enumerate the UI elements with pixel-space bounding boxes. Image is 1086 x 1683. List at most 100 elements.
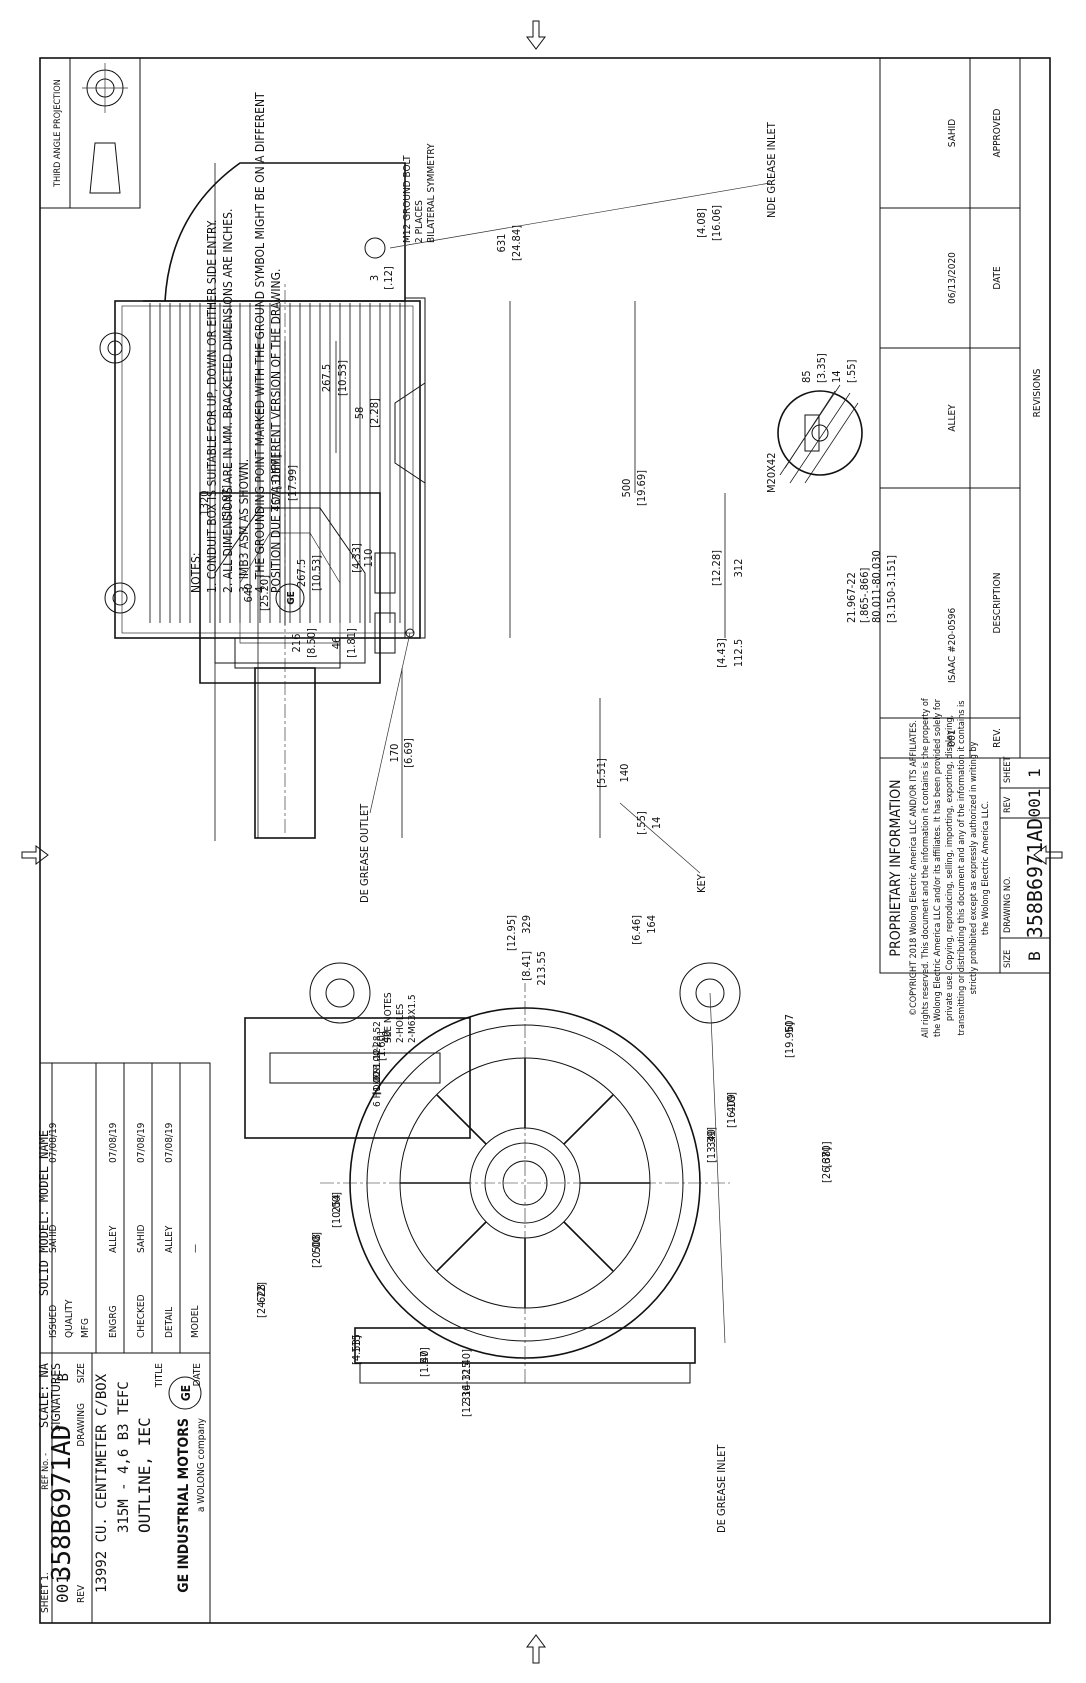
end-view: 329 [12.95] 213.55 [8.41] 164 [6.46] 507… (244, 915, 833, 1533)
dim-457: 457 [315M] (270, 454, 283, 511)
dim-170-in: [6.69] (402, 738, 415, 768)
dim-329-in: [12.95] (505, 915, 518, 951)
note-4: 4. THE GROUNDING POINT MARKED WITH THE G… (253, 92, 267, 593)
projection-symbol: THIRD ANGLE PROJECTION (39, 57, 141, 209)
row-detail-name: ALLEY (164, 1225, 175, 1253)
row-issued-date: 07/08/19 (48, 1122, 59, 1163)
shaft-dim-80: 80.011-80.030 (870, 550, 883, 623)
sheet-label: SHEET (1003, 757, 1013, 783)
notes: NOTES: 1. CONDUIT BOX IS SUITABLE FOR UP… (189, 92, 283, 593)
rev-header-description: DESCRIPTION (992, 573, 1003, 634)
dim-213-55-in: [8.41] (520, 951, 533, 981)
shaft-thread: M20X42 (765, 453, 778, 494)
dim-164-in: [6.46] (630, 915, 643, 945)
holes-line-2: [1.10-1.12] (372, 1045, 383, 1095)
dim-267-5-a: 267.5 (320, 364, 333, 392)
row-checked-name: SAHID (136, 1225, 147, 1253)
size-value: B (1025, 951, 1044, 961)
dim-1320: 1320 (198, 490, 211, 515)
dim-110-in: [4.33] (350, 543, 363, 573)
shaft-dim-80-in: [3.150-3.151] (885, 555, 898, 623)
end-view-callouts: 2-M63X1.5 2-HOLES SEE NOTES Ø28.00-28.52… (371, 992, 728, 1533)
ground-bolt-line-2: 2 PLACES (414, 200, 425, 243)
rev-value: 001 (1025, 789, 1044, 818)
shaft-dim-14: 14 (830, 370, 843, 383)
dim-670-in: [26.38] (820, 1147, 833, 1183)
row-checked-date: 07/08/19 (136, 1122, 147, 1163)
dim-1320-in: [51.97] (220, 485, 233, 521)
ge-logo-text: GE (179, 1385, 193, 1401)
end-view-ribs (400, 1058, 650, 1308)
title-line-3: 13992 CU. CENTIMETER C/BOX (94, 1373, 110, 1593)
dim-40-bottom-in: [1.57] (418, 1347, 431, 1377)
key-label: KEY (695, 873, 708, 893)
dim-312-in: [12.28] (710, 550, 723, 586)
dim-112-5-in: [4.43] (715, 638, 728, 668)
dim-115-in: [4.53] (350, 1335, 363, 1365)
dim-408: [4.08] (695, 208, 708, 238)
dim-507-in: [19.96] (783, 1022, 796, 1058)
notes-heading: NOTES: (189, 553, 203, 593)
note-5: POSITION DUE TO A DIFFERENT VERSION OF T… (269, 269, 283, 593)
dim-329: 329 (520, 915, 533, 934)
dim-40-top-in: [1.60] (375, 1031, 388, 1061)
drawing-number: 358B6971AD (1023, 818, 1047, 938)
rev-row-description: ISAAC #20-0596 (947, 608, 958, 683)
dim-213-55: 213.55 (535, 951, 548, 986)
ref-no: REF No. - (41, 1453, 51, 1490)
dim-340: 340 (705, 1129, 718, 1148)
ground-bolt-line-3: BILATERAL SYMMETRY (426, 143, 437, 243)
rev-header-approved: APPROVED (992, 108, 1003, 157)
rev-row-date: 06/13/2020 (947, 252, 958, 304)
proprietary-line-2: All rights reserved. This document and t… (921, 698, 931, 1038)
size-label: SIZE (1003, 950, 1013, 968)
proprietary-line-6: strictly prohibited except as expressly … (969, 741, 979, 994)
title-label: TITLE (154, 1363, 165, 1389)
drawing-label: DRAWING NO. (1003, 877, 1013, 933)
dim-670: [670] (820, 1141, 833, 1168)
row-model-label: MODEL (190, 1306, 201, 1338)
dim-254-in: [10.00] (330, 1192, 343, 1228)
shaft-dim-85: 85 (800, 370, 813, 383)
note-1: 1. CONDUIT BOX IS SUITABLE FOR UP, DOWN … (205, 220, 219, 593)
row-engrg-name: ALLEY (108, 1225, 119, 1253)
rev-header-date: DATE (992, 266, 1003, 290)
tb-size-label: SIZE (76, 1363, 87, 1384)
terminal-box-end (244, 1017, 471, 1139)
dim-140-in: [5.51] (595, 758, 608, 788)
row-engrg-date: 07/08/19 (108, 1122, 119, 1163)
dim-46: 46 (330, 637, 343, 650)
row-checked-label: CHECKED (136, 1294, 147, 1338)
holes-line-3: 6 HOLES (372, 1068, 383, 1107)
dim-340-in: [13.39] (705, 1127, 718, 1163)
dim-457-in: [17.99] (286, 465, 299, 501)
dim-508-in: [20.00] (310, 1232, 323, 1268)
centering-marks (21, 20, 1063, 1664)
dim-409-in: [16.10] (725, 1092, 738, 1128)
dim-628-in: [24.72] (255, 1282, 268, 1318)
ge-logo (168, 1376, 202, 1410)
dim-314-315: 314-315 (460, 1362, 473, 1403)
dim-267-5-a-in: [10.53] (336, 360, 349, 396)
company-name: GE INDUSTRIAL MOTORS (176, 1418, 192, 1593)
rev-row-by: ALLEY (947, 404, 958, 432)
dim-216: 216 (290, 634, 303, 653)
tb-rev-label: REV (76, 1584, 87, 1603)
proprietary-heading: PROPRIETARY INFORMATION (888, 779, 904, 956)
nde-grease-inlet-label: NDE GREASE INLET (765, 121, 778, 218)
company-sub: a WOLONG company (196, 1417, 207, 1512)
dim-500-in: [19.69] (635, 470, 648, 506)
dim-507: 507 (783, 1014, 796, 1033)
dim-40-bottom: 40 (418, 1350, 431, 1363)
tb-drawing-label: DRAWING (76, 1403, 87, 1447)
dim-216-in: [8.50] (305, 628, 318, 658)
shaft-dim-85-in: [3.35] (815, 353, 828, 383)
dim-16-06: [16.06] (710, 205, 723, 241)
dim-254: 254 (330, 1194, 343, 1213)
dim-46-in: [1.81] (345, 628, 358, 658)
de-grease-outlet-label: DE GREASE OUTLET (358, 803, 371, 903)
proprietary-line-3: the Wolong Electric America LLC and/or i… (933, 698, 943, 1037)
